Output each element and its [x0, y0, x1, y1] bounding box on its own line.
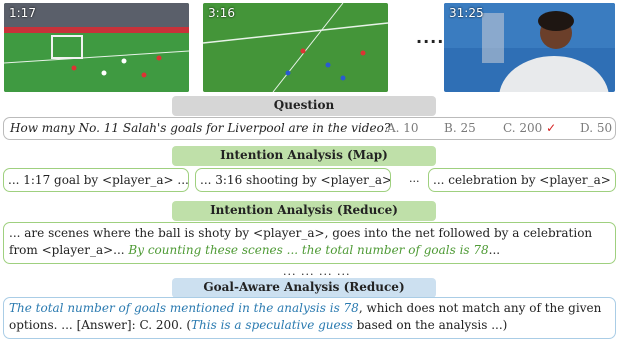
option-b: B. 25 — [444, 121, 476, 135]
option-d: D. 50 — [580, 121, 613, 135]
option-c: C. 200 ✓ — [503, 118, 556, 139]
reduce-mid: ... — [282, 243, 302, 257]
goal-highlight-2: This is a speculative guess — [191, 318, 353, 332]
map-item: ... 1:17 goal by <player_a> ... — [3, 168, 189, 192]
goal-text-2: based on the analysis ...) — [352, 318, 508, 332]
frame-timestamp: 31:25 — [449, 6, 484, 20]
question-text: How many No. 11 Salah's goals for Liverp… — [10, 121, 391, 135]
option-a: A. 10 — [387, 121, 419, 135]
check-icon: ✓ — [546, 121, 557, 135]
gap-ellipsis: ... ... ... ... — [283, 265, 351, 278]
video-frame-1: 1:17 — [4, 3, 189, 92]
reduce-highlight-1: By counting these scenes — [128, 243, 283, 257]
pitch-image — [4, 3, 189, 92]
goal-highlight-1: The total number of goals mentioned in t… — [9, 301, 359, 315]
reduce-end: ... — [488, 243, 501, 257]
map-item: ... 3:16 shooting by <player_a>... — [195, 168, 391, 192]
reduce-box: ... are scenes where the ball is shoty b… — [3, 222, 616, 264]
frame-timestamp: 1:17 — [9, 6, 36, 20]
option-c-label: C. 200 — [503, 121, 543, 135]
video-frame-3: 31:25 — [444, 3, 615, 92]
video-frame-2: 3:16 — [203, 3, 388, 92]
player-image — [444, 3, 615, 92]
pitch-image — [203, 3, 388, 92]
goal-header: Goal-Aware Analysis (Reduce) — [172, 278, 436, 298]
goal-box: The total number of goals mentioned in t… — [3, 297, 616, 339]
reduce-text: ... are scenes where the ball is shoty b… — [9, 226, 593, 257]
reduce-highlight-2: the total number of goals is 78 — [301, 243, 489, 257]
map-item: ... celebration by <player_a> ... — [428, 168, 616, 192]
reduce-header: Intention Analysis (Reduce) — [172, 201, 436, 221]
goal-text-1: , which does not match any of the given … — [9, 301, 602, 332]
map-header: Intention Analysis (Map) — [172, 146, 436, 166]
frame-timestamp: 3:16 — [208, 6, 235, 20]
question-box: How many No. 11 Salah's goals for Liverp… — [3, 117, 616, 140]
map-separator: ... — [409, 172, 420, 185]
question-header: Question — [172, 96, 436, 116]
